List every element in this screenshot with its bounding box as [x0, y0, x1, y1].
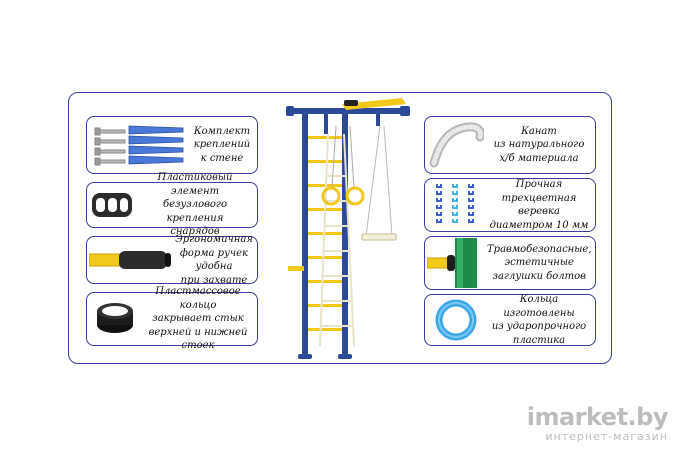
plastic-ring-icon: [87, 294, 143, 344]
feature-text-grip: Эргономичная форма ручек удобна при захв…: [175, 234, 253, 286]
feature-text-fasteners: Комплект креплений к стене: [193, 125, 251, 164]
feature-card-bolt-caps: Травмобезопасные, эстетичные заглушки бо…: [424, 236, 596, 290]
braided-rope-icon: [425, 180, 487, 230]
feature-text-ring: Пластмассовое кольцо закрывает стык верх…: [148, 286, 248, 352]
watermark-brand: imarket.by: [526, 403, 669, 431]
feature-text-connector: Пластиковый элемент безузлового креплени…: [157, 172, 233, 238]
feature-card-connector: Пластиковый элемент безузлового креплени…: [86, 172, 258, 237]
watermark-subtitle: интернет-магазин: [545, 430, 668, 443]
features-frame: [68, 92, 612, 364]
feature-text-braided-rope: Прочная трехцветная веревка диаметром 10…: [489, 179, 589, 231]
feature-text-blue-rings: Кольца изготовлены из ударопрочного плас…: [491, 294, 587, 346]
feature-text-cotton-rope: Канат из натурального х/б материала: [493, 125, 585, 164]
feature-card-cotton-rope: Канат из натурального х/б материала: [424, 116, 596, 174]
feature-card-blue-rings: Кольца изготовлены из ударопрочного плас…: [424, 294, 596, 346]
feature-text-bolt-caps: Травмобезопасные, эстетичные заглушки бо…: [487, 243, 592, 282]
plastic-connector-icon: [87, 183, 137, 227]
feature-card-fasteners: Комплект креплений к стене: [86, 116, 258, 174]
blue-ring-icon: [425, 295, 487, 345]
fastener-kit-icon: [87, 118, 191, 172]
cotton-rope-icon: [425, 118, 487, 172]
wall-bars-product-image: [284, 96, 414, 360]
bolt-cap-icon: [425, 237, 487, 289]
grip-handle-icon: [87, 238, 175, 282]
feature-card-grip: Эргономичная форма ручек удобна при захв…: [86, 234, 258, 286]
imarket-watermark-logo: imarket.by интернет-магазин: [508, 403, 669, 443]
feature-card-braided-rope: Прочная трехцветная веревка диаметром 10…: [424, 178, 596, 232]
feature-card-ring: Пластмассовое кольцо закрывает стык верх…: [86, 286, 258, 351]
